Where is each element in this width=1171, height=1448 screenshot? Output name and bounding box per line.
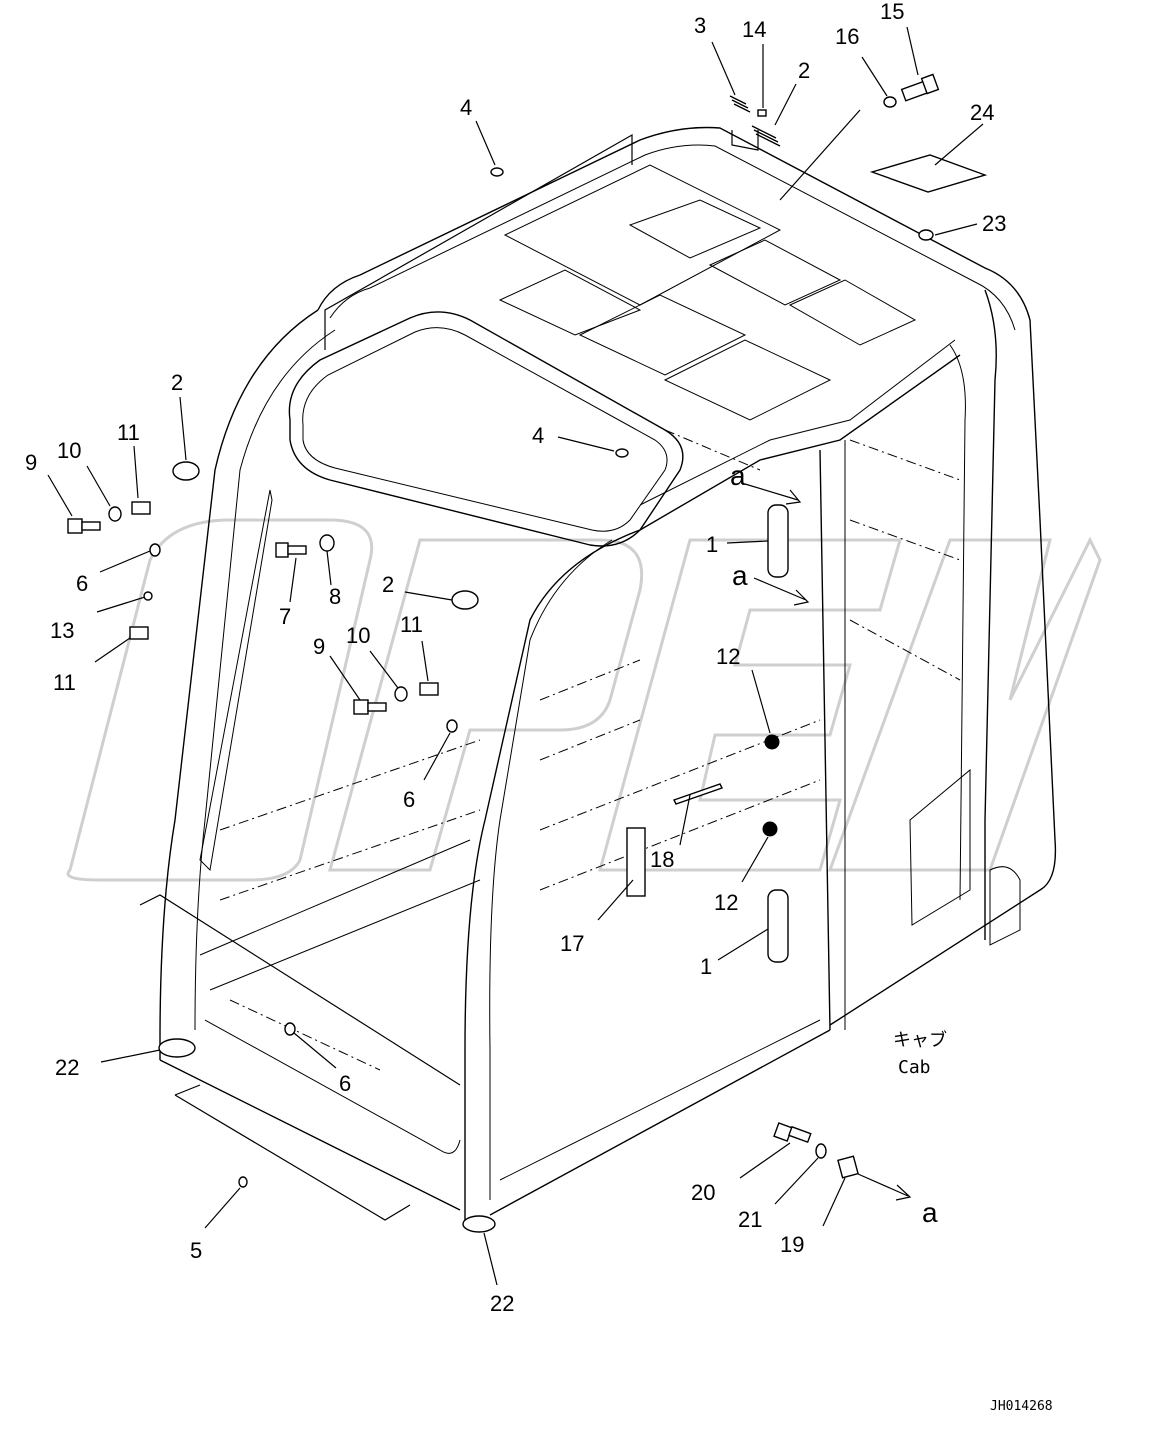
part-11-spacer-a [131, 501, 151, 515]
part-3-spring [729, 95, 751, 113]
callout-17: 17 [560, 931, 584, 956]
callout-a: a [732, 560, 748, 591]
callout-23: 23 [982, 211, 1006, 236]
part-4-grommet-top [490, 167, 504, 177]
part-24-plate [869, 154, 988, 193]
part-13 [143, 591, 153, 601]
part-23-cap [918, 229, 934, 241]
callout-13: 13 [50, 618, 74, 643]
callout-15: 15 [880, 0, 904, 24]
callout-4: 4 [532, 423, 544, 448]
callout-8: 8 [329, 584, 341, 609]
part-17-block [626, 827, 646, 897]
callout-1: 1 [706, 532, 718, 557]
callout-11: 11 [117, 420, 140, 445]
callout-14: 14 [742, 17, 766, 42]
callout-a: a [730, 460, 746, 491]
part-9-bolt-left [67, 518, 101, 534]
callout-11: 11 [400, 612, 423, 637]
part-6-grommet-left [149, 543, 161, 557]
part-2-ring-mid [451, 590, 479, 610]
callout-2: 2 [171, 370, 183, 395]
callout-10: 10 [57, 438, 81, 463]
part-9-bolt-mid [353, 699, 387, 715]
callout-16: 16 [835, 24, 859, 49]
cab-frame [159, 126, 1057, 1220]
part-11-spacer-b [129, 626, 149, 640]
callout-12: 12 [716, 644, 740, 669]
callout-10: 10 [346, 623, 370, 648]
part-1-plate-upper [767, 504, 789, 578]
part-8-washer [319, 534, 335, 552]
part-22-foot-right [462, 1215, 496, 1233]
part-10-washer-mid [394, 686, 408, 702]
parts [67, 73, 988, 1233]
callout-6: 6 [403, 787, 415, 812]
part-18-strip [673, 783, 723, 805]
callout-24: 24 [970, 100, 994, 125]
callout-18: 18 [650, 847, 674, 872]
part-6-grommet-mid [446, 719, 458, 733]
drawing-number: JH014268 [990, 1399, 1053, 1414]
callout-2: 2 [798, 58, 810, 83]
callout-2: 2 [382, 572, 394, 597]
callout-5: 5 [190, 1238, 202, 1263]
part-20-bolt [773, 1122, 812, 1144]
callout-4: 4 [460, 95, 472, 120]
callout-9: 9 [313, 634, 325, 659]
callout-7: 7 [279, 604, 291, 629]
callout-19: 19 [780, 1232, 804, 1257]
part-10-washer-left [108, 506, 122, 522]
part-6-grommet-low [284, 1022, 296, 1036]
callout-1: 1 [700, 954, 712, 979]
part-5 [238, 1176, 248, 1188]
part-2-ring-left [172, 461, 200, 481]
cab-label-jp: キャブ [893, 1029, 947, 1051]
part-22-foot-left [158, 1038, 196, 1058]
callout-20: 20 [691, 1180, 715, 1205]
callout-22: 22 [490, 1291, 514, 1316]
part-14-pin [757, 109, 767, 117]
callout-12: 12 [714, 890, 738, 915]
callout-6: 6 [339, 1071, 351, 1096]
callout-labels: 3 14 2 16 15 24 23 4 4 2 9 10 11 6 13 11… [25, 0, 1006, 1316]
callout-a: a [922, 1197, 938, 1228]
callout-11: 11 [53, 670, 76, 695]
callout-3: 3 [694, 13, 706, 38]
callout-22: 22 [55, 1055, 79, 1080]
part-12-nut-lower [762, 821, 778, 837]
cab-label-en: Cab [898, 1057, 931, 1078]
part-1-plate-lower [767, 889, 789, 963]
part-11-spacer-c [419, 682, 439, 696]
part-16-washer [883, 96, 897, 108]
part-19-spacer [837, 1155, 859, 1179]
part-21-washer [815, 1143, 827, 1159]
part-2-spring-upper [751, 125, 781, 147]
part-4-grommet-mid [615, 448, 629, 458]
part-7-bolt [275, 542, 307, 558]
callout-21: 21 [738, 1207, 762, 1232]
callout-9: 9 [25, 450, 37, 475]
watermark [66, 518, 1102, 882]
leader-lines [47, 26, 984, 1286]
part-15-bolt [900, 73, 940, 102]
part-12-nut-upper [764, 734, 780, 750]
callout-6: 6 [76, 571, 88, 596]
